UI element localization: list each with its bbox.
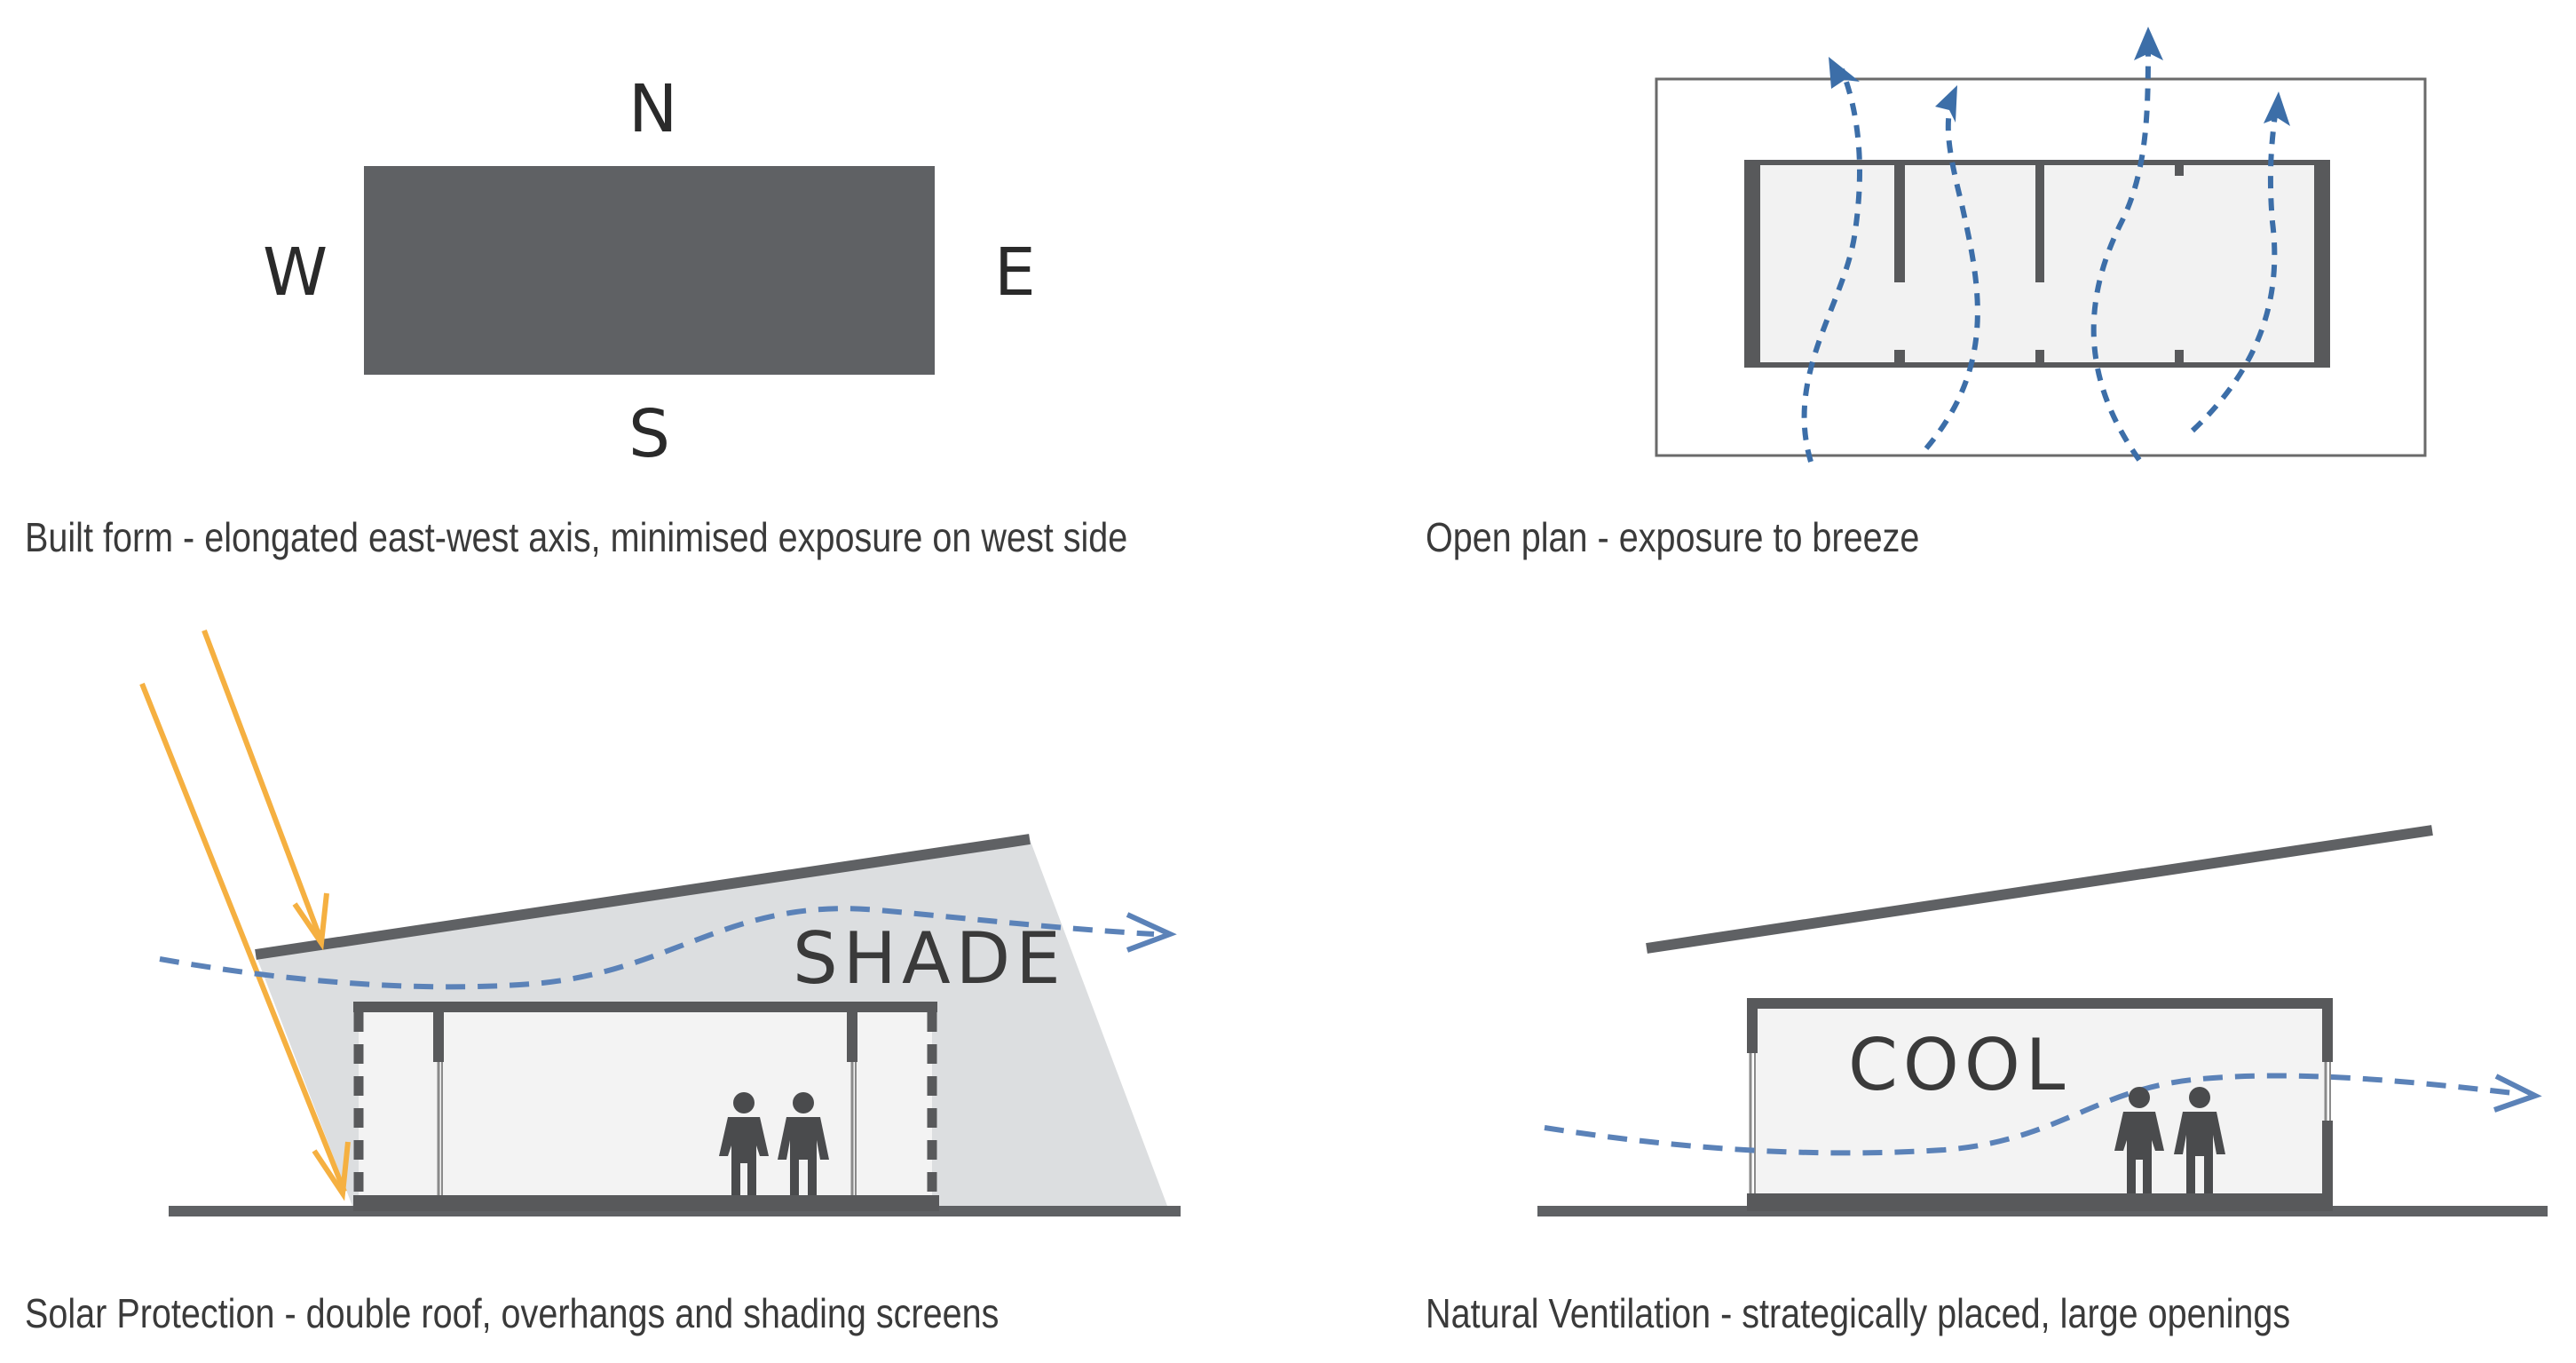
airflow-arrow (1544, 1073, 2522, 1156)
building-section (359, 1005, 932, 1201)
floating-roof (1646, 825, 2433, 954)
person-icon (2174, 1087, 2225, 1193)
airflow-arrowhead (1829, 57, 1860, 89)
airflow-arrow (1924, 95, 1980, 450)
sun-ray-arrowhead (312, 1141, 351, 1201)
airflow-arrowhead (2134, 27, 2163, 60)
sun-ray-arrowhead (292, 892, 329, 951)
sun-ray-arrow (201, 629, 324, 943)
person-icon (719, 1092, 769, 1195)
person-icon (2114, 1087, 2164, 1193)
building-section (1754, 1002, 2326, 1195)
airflow-arrowhead (1935, 85, 1957, 123)
airflow-arrowhead (1126, 912, 1177, 953)
caption-built-form: Built form - elongated east-west axis, m… (25, 514, 1128, 560)
compass-west: W (263, 234, 328, 311)
shade-label: SHADE (793, 917, 1066, 1000)
sun-ray-arrow (139, 682, 347, 1193)
airflow-arrowhead (2264, 91, 2290, 126)
caption-natural-ventilation: Natural Ventilation - strategically plac… (1426, 1290, 2291, 1336)
airflow-arrow (2190, 101, 2280, 433)
caption-open-plan: Open plan - exposure to breeze (1426, 514, 1920, 560)
compass-south: S (628, 396, 670, 472)
person-icon (778, 1092, 829, 1195)
upper-roof (255, 834, 1031, 960)
airflow-arrow (1801, 67, 1862, 463)
airflow-arrow (159, 906, 1155, 990)
compass-east: E (994, 234, 1036, 311)
building-footprint (364, 166, 935, 375)
cool-label: COOL (1848, 1024, 2071, 1106)
caption-solar-protection: Solar Protection - double roof, overhang… (25, 1290, 1000, 1336)
airflow-arrow (2090, 44, 2151, 462)
compass-north: N (628, 71, 678, 147)
airflow-arrowhead (2493, 1074, 2542, 1113)
